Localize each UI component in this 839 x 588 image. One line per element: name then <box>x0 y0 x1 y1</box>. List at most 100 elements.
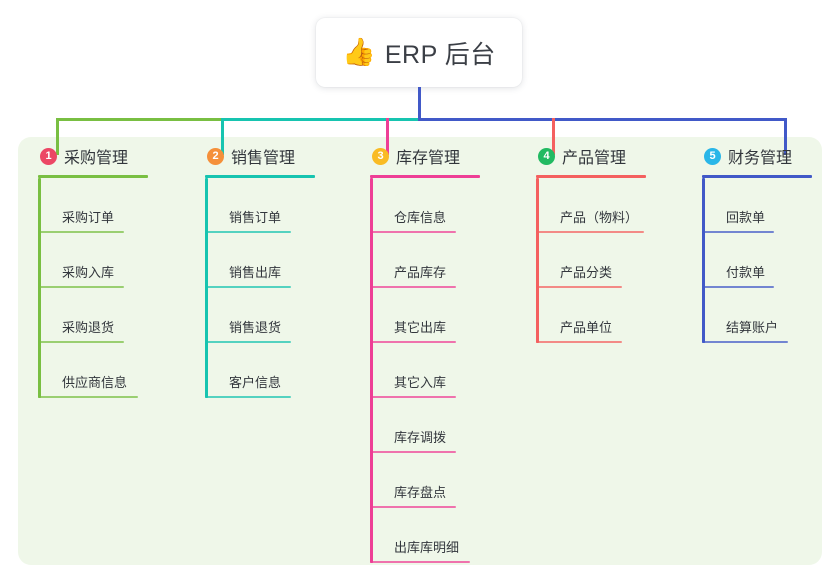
branch-item[interactable]: 客户信息 <box>205 343 315 398</box>
branch-item[interactable]: 其它入库 <box>370 343 480 398</box>
branch-item[interactable]: 仓库信息 <box>370 178 480 233</box>
bus-segment-1 <box>56 118 221 121</box>
branch-drop-5 <box>784 118 787 155</box>
branches-panel-background <box>18 137 822 565</box>
branch-item-rule <box>370 341 456 343</box>
branch-item[interactable]: 销售订单 <box>205 178 315 233</box>
branch-item-list: 销售订单销售出库销售退货客户信息 <box>205 178 315 398</box>
branch-title: 产品管理 <box>562 150 627 167</box>
branch-item[interactable]: 供应商信息 <box>38 343 148 398</box>
branch-item[interactable]: 结算账户 <box>702 288 812 343</box>
branch-item-list: 采购订单采购入库采购退货供应商信息 <box>38 178 148 398</box>
branch-item-rule <box>205 231 291 233</box>
branch-item-label: 结算账户 <box>726 320 779 335</box>
branch-drop-2 <box>221 118 224 155</box>
branch-spine <box>205 178 208 398</box>
branch-item-rule <box>702 231 774 233</box>
branch-item-rule <box>370 506 456 508</box>
branch-item[interactable]: 其它出库 <box>370 288 480 343</box>
root-node-title: ERP 后台 <box>384 40 496 69</box>
branch-item-label: 采购订单 <box>62 210 115 225</box>
branch-item-label: 付款单 <box>726 265 766 280</box>
branch-item[interactable]: 销售退货 <box>205 288 315 343</box>
branch-item-label: 产品库存 <box>394 265 447 280</box>
branch-item-rule <box>38 286 124 288</box>
branch-item-label: 销售订单 <box>229 210 282 225</box>
branch-header-1[interactable]: 1 采购管理 <box>38 143 148 169</box>
branch-drop-4 <box>552 118 555 155</box>
branch-item-rule <box>702 341 788 343</box>
branch-item[interactable]: 付款单 <box>702 233 812 288</box>
branch-item-label: 采购退货 <box>62 320 115 335</box>
branch-header-rule <box>205 175 315 178</box>
branch-item-label: 其它入库 <box>394 375 447 390</box>
branch-item-rule <box>205 286 291 288</box>
branch-spine <box>38 178 41 398</box>
branch-item[interactable]: 库存调拨 <box>370 398 480 453</box>
branch-item-rule <box>38 341 124 343</box>
branch-item[interactable]: 产品单位 <box>536 288 646 343</box>
root-stem-connector <box>418 87 421 120</box>
branch-number-badge: 3 <box>372 147 389 165</box>
branch-item-rule <box>370 286 456 288</box>
branch-item-rule <box>536 231 644 233</box>
branch-spine <box>536 178 539 343</box>
branch-item-label: 库存调拨 <box>394 430 447 445</box>
branch-header-rule <box>38 175 148 178</box>
branch-item-rule <box>370 396 456 398</box>
branch-column-1: 1 采购管理采购订单采购入库采购退货供应商信息 <box>38 143 148 398</box>
branch-item-rule <box>38 231 124 233</box>
branch-item-label: 产品（物料） <box>560 210 639 225</box>
branch-spine <box>370 178 373 563</box>
branch-item-rule <box>370 451 456 453</box>
branch-item-label: 产品分类 <box>560 265 613 280</box>
branch-drop-1 <box>56 118 59 155</box>
branch-item-label: 库存盘点 <box>394 485 447 500</box>
branch-title: 采购管理 <box>64 150 129 167</box>
branch-item-label: 客户信息 <box>229 375 282 390</box>
branch-header-2[interactable]: 2 销售管理 <box>205 143 315 169</box>
branch-item-label: 出库库明细 <box>394 540 460 555</box>
branch-item-label: 采购入库 <box>62 265 115 280</box>
branch-item-label: 仓库信息 <box>394 210 447 225</box>
branch-item[interactable]: 销售出库 <box>205 233 315 288</box>
branch-spine <box>702 178 705 343</box>
branch-item[interactable]: 采购退货 <box>38 288 148 343</box>
branch-title: 销售管理 <box>231 150 296 167</box>
branch-item-rule <box>370 561 470 563</box>
branch-item[interactable]: 产品（物料） <box>536 178 646 233</box>
root-node[interactable]: 👍 ERP 后台 <box>316 18 522 87</box>
branch-item-label: 销售退货 <box>229 320 282 335</box>
branch-item[interactable]: 回款单 <box>702 178 812 233</box>
branch-item[interactable]: 库存盘点 <box>370 453 480 508</box>
branch-item-rule <box>38 396 138 398</box>
branch-item[interactable]: 产品分类 <box>536 233 646 288</box>
branch-item[interactable]: 采购入库 <box>38 233 148 288</box>
branch-header-rule <box>702 175 812 178</box>
branch-item[interactable]: 采购订单 <box>38 178 148 233</box>
branch-item-label: 销售出库 <box>229 265 282 280</box>
branch-item-rule <box>205 341 291 343</box>
branch-number-badge: 5 <box>704 147 721 165</box>
branch-header-rule <box>536 175 646 178</box>
branch-item-label: 其它出库 <box>394 320 447 335</box>
branch-item-rule <box>370 231 456 233</box>
branch-item[interactable]: 出库库明细 <box>370 508 480 563</box>
branch-item-label: 产品单位 <box>560 320 613 335</box>
branch-item-rule <box>536 341 622 343</box>
branch-item-rule <box>702 286 774 288</box>
branch-column-2: 2 销售管理销售订单销售出库销售退货客户信息 <box>205 143 315 398</box>
branch-drop-3 <box>386 118 389 155</box>
branch-number-badge: 2 <box>207 147 224 165</box>
branch-item-label: 回款单 <box>726 210 766 225</box>
branch-number-badge: 1 <box>40 147 57 165</box>
bus-segment-2 <box>221 118 418 121</box>
branch-item-label: 供应商信息 <box>62 375 128 390</box>
branch-item[interactable]: 产品库存 <box>370 233 480 288</box>
